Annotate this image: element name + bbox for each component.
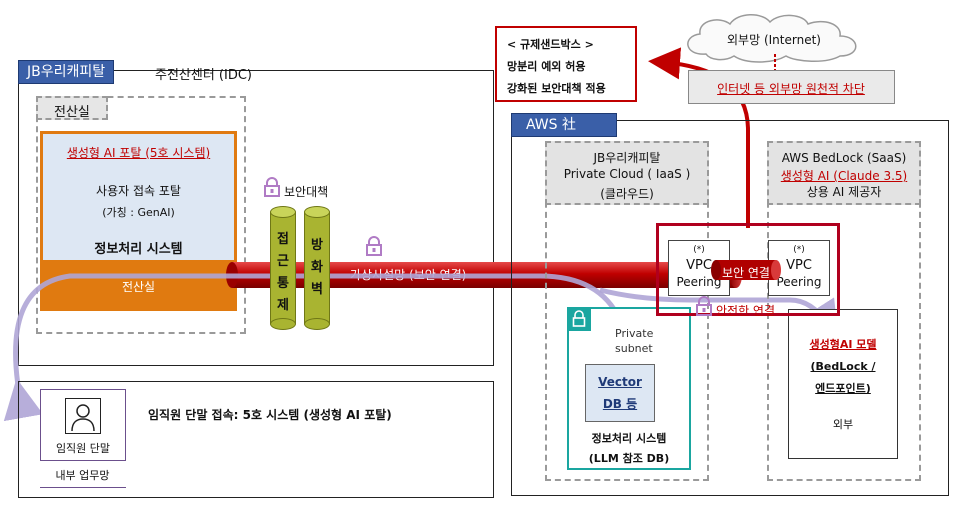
portal-title: 생성형 AI 포탈 (5호 시스템): [66, 146, 211, 160]
security-lock-icon: [264, 177, 280, 197]
secure-link-lock-icon: [696, 296, 712, 316]
vector-db-box: Vector DB 등: [585, 364, 655, 422]
server-room-tag: 전산실: [36, 96, 108, 120]
idc-container: [18, 70, 494, 366]
internet-label: 외부망 (Internet): [727, 33, 821, 47]
vpc-peering-right: (*) VPC Peering: [768, 240, 830, 296]
subnet-lock-icon: [572, 310, 586, 327]
employee-access-flow: [3, 273, 623, 422]
firewall: 방 화 벽: [304, 206, 330, 330]
vpn-lock-icon: [366, 236, 382, 256]
employee-avatar: [65, 398, 101, 434]
idc-title: 주전산센터 (IDC): [155, 68, 252, 83]
private-subnet-label-1: Private: [615, 327, 654, 340]
private-subnet-box: Private subnet Vector DB 등 정보처리 시스템 (LLM…: [567, 307, 691, 470]
secure-link-label: 보안 연결: [722, 266, 770, 280]
internal-network-bar: 내부 업무망: [39, 460, 126, 487]
employee-terminal-label: 임직원 단말: [55, 442, 111, 455]
portal-sub1: 사용자 접속 포탈: [96, 184, 181, 198]
genai-model-box: 생성형AI 모델 (BedLock / 엔드포인트) 외부: [788, 309, 898, 459]
private-cloud-header: JB우리캐피탈 Private Cloud ( IaaS ) (클라우드): [545, 141, 709, 205]
portal-sub2: (가칭 : GenAI): [102, 206, 175, 219]
access-control-firewall: 접 근 통 제: [270, 206, 296, 330]
user-icon: [71, 404, 95, 432]
secure-link-pipe: [711, 260, 781, 280]
server-room-area: [36, 96, 246, 334]
idc-company-tag: JB우리캐피탈: [18, 60, 115, 84]
subnet-lock-badge: [567, 307, 591, 331]
aws-container: [511, 120, 949, 496]
safe-connection-label: 안전한 연결: [716, 304, 776, 318]
portal-system-label: 정보처리 시스템: [94, 242, 183, 257]
genai-portal-box: 생성형 AI 포탈 (5호 시스템) 사용자 접속 포탈 (가칭 : GenAI…: [40, 131, 237, 311]
aws-tag: AWS 社: [511, 113, 617, 137]
portal-server-room-bar: 전산실: [40, 260, 237, 311]
vector-db-system-label: 정보처리 시스템: [591, 432, 667, 445]
internet-block-hatch: [774, 54, 776, 72]
regulatory-sandbox-box: < 규제샌드박스 > 망분리 예외 허용 강화된 보안대책 적용: [495, 26, 637, 102]
saas-header: AWS BedLock (SaaS) 생성형 AI (Claude 3.5) 상…: [767, 141, 921, 205]
employee-terminal-box: 임직원 단말 내부 업무망: [39, 389, 126, 488]
security-label: 보안대책: [284, 185, 329, 199]
vpc-peering-frame: [656, 223, 840, 316]
internet-cloud-icon: [687, 14, 857, 63]
employee-access-text: 임직원 단말 접속: 5호 시스템 (생성형 AI 포탈): [148, 408, 392, 422]
private-subnet-label-2: subnet: [615, 342, 653, 355]
employee-container: [18, 381, 494, 498]
vector-db-sub-label: (LLM 참조 DB): [588, 452, 670, 465]
internet-block-box: 인터넷 등 외부망 원천적 차단: [688, 70, 895, 104]
